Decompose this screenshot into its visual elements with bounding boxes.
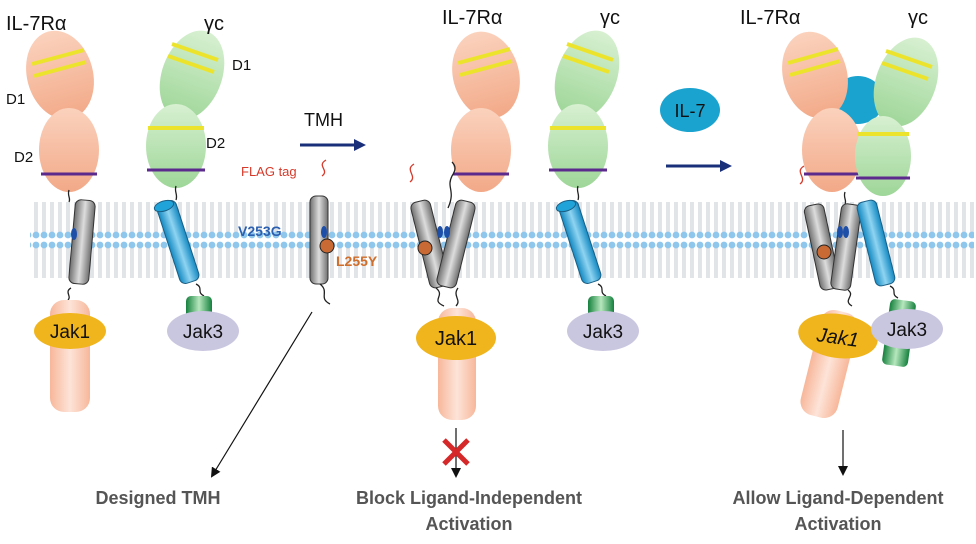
jak1-kinase: [34, 313, 106, 349]
designed-tmh: [210, 159, 335, 478]
jak3-kinase-3: [871, 309, 943, 349]
il7r-d2-domain-3: [802, 108, 862, 192]
panel-3-receptor-label: IL-7Rα: [740, 7, 800, 29]
l255y-label: L255Y: [336, 253, 378, 269]
gammac-d1-domain-2: [554, 30, 620, 120]
gammac-d2-domain-2: [548, 104, 608, 188]
flag-tag-label: FLAG tag: [241, 164, 297, 179]
il7-ligand: [660, 88, 720, 132]
panel-2-jak1-label: Jak1: [435, 328, 477, 350]
v253g-site: [321, 226, 327, 238]
il7r-tm-helix: [68, 199, 96, 285]
tmh-label: TMH: [304, 110, 343, 130]
flag-tag: [321, 159, 327, 177]
panel-3-activated: [782, 31, 943, 476]
v253g-label: V253G: [238, 223, 282, 239]
panel-1-jak3-label: Jak3: [183, 322, 223, 343]
caption-allow-line2: Activation: [794, 514, 881, 534]
gammac-d1-domain-3: [873, 37, 939, 127]
il7r-tm-helix-3: [830, 203, 862, 291]
panel-2-blocked: [409, 30, 639, 478]
caption-allow-line1: Allow Ligand-Dependent: [733, 488, 944, 508]
caption-designed-tmh: Designed TMH: [95, 488, 220, 508]
l255y-site: [319, 238, 335, 254]
panel-2-jak3-label: Jak3: [583, 322, 623, 343]
gammac-d2-domain-3: [855, 116, 911, 196]
panel-1-gamma-label: γc: [204, 13, 224, 35]
caption-block-line1: Block Ligand-Independent: [356, 488, 582, 508]
il7r-d1-domain-3: [782, 31, 848, 119]
il7r-d2-domain-2: [451, 108, 511, 192]
block-x-icon: [442, 438, 470, 466]
gammac-d1-domain: [159, 30, 225, 120]
gammac-d1-label: D1: [232, 57, 251, 74]
caption-block-line2: Activation: [425, 514, 512, 534]
jak1-kinase-3: [798, 313, 878, 359]
il7r-d1-domain-2: [452, 31, 520, 119]
designed-arrow: [210, 311, 313, 478]
il7-ligand-label: IL-7: [674, 101, 705, 121]
panel-2-gamma-label: γc: [600, 7, 620, 29]
il7r-tm-helix-2: [436, 199, 476, 289]
panel-1-jak1-label: Jak1: [50, 322, 90, 343]
gammac-tm-helix-3: [856, 199, 896, 287]
jak1-kinase-2: [416, 316, 496, 360]
jak3-kinase-2: [567, 311, 639, 351]
jak3-kinase: [167, 311, 239, 351]
il7r-d1-label: D1: [6, 91, 25, 108]
panel-3-gamma-label: γc: [908, 7, 928, 29]
gammac-d2-label: D2: [206, 135, 225, 152]
il7r-d2-domain: [39, 108, 99, 192]
panel-1-receptor-label: IL-7Rα: [6, 13, 66, 35]
panel-3-jak3-label: Jak3: [887, 320, 927, 341]
panel-2-receptor-label: IL-7Rα: [442, 7, 502, 29]
gammac-d2-domain: [146, 104, 206, 188]
il7r-d2-label: D2: [14, 149, 33, 166]
panel-1-native-receptor: [26, 30, 239, 412]
